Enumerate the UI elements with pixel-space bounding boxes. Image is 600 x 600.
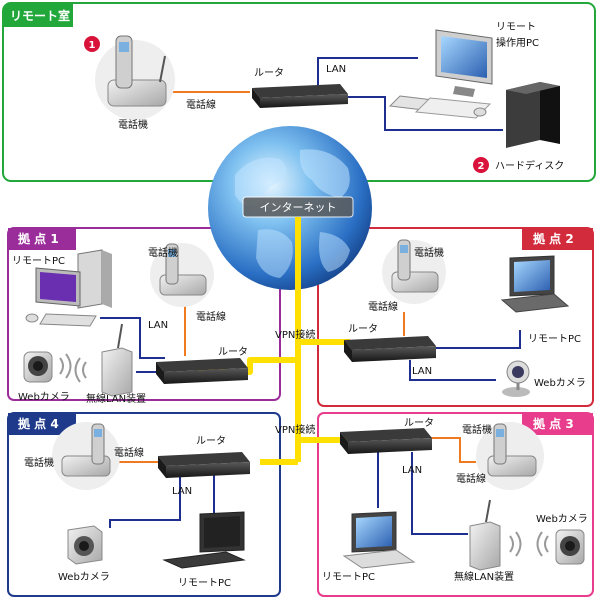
site1-lan-pc [100, 317, 165, 359]
remote-pc-label-2: 操作用PC [496, 36, 539, 49]
site4-router-icon [158, 452, 250, 478]
site1-camera-label: Webカメラ [18, 391, 70, 403]
zone-site2-tab: 拠 点 2 [522, 228, 593, 250]
site3-wlan-label: 無線LAN装置 [454, 570, 514, 583]
vpn-label-upper: VPN接続 [275, 328, 315, 341]
site4-lan-label: LAN [172, 486, 192, 497]
site4-phone-line-label: 電話線 [114, 446, 144, 459]
remote-lan-pc [317, 57, 418, 87]
vpn-label-lower: VPN接続 [275, 423, 315, 436]
site4-camera-label: Webカメラ [58, 571, 110, 583]
remote-hdd-icon [506, 82, 560, 148]
site1-phone-line-label: 電話線 [196, 310, 226, 323]
zone-site4-tab: 拠 点 4 [8, 413, 76, 435]
remote-router-icon [252, 84, 348, 108]
site3-camera-label: Webカメラ [536, 513, 588, 525]
site4-phone-label: 電話機 [24, 456, 54, 469]
site2-phone-label: 電話機 [414, 246, 444, 259]
site3-camera-icon [536, 529, 585, 565]
site1-wlan-icon [74, 323, 133, 397]
remote-hdd-label: ハードディスク [495, 159, 564, 172]
site3-router-label: ルータ [404, 417, 434, 429]
site2-camera-icon [502, 360, 530, 397]
site2-camera-label: Webカメラ [534, 377, 586, 389]
site1-router-icon [156, 358, 248, 384]
zone-site3-tab: 拠 点 3 [522, 413, 593, 435]
site3-phone-label: 電話機 [462, 423, 492, 436]
site1-phone-icon [150, 243, 214, 307]
site4-camera-icon [67, 525, 103, 565]
svg-text:リモート室: リモート室 [10, 8, 70, 23]
site1-pc-label: リモートPC [12, 256, 65, 267]
site1-router-label: ルータ [218, 346, 248, 358]
site2-lan-cam [409, 360, 496, 381]
remote-pc-label-1: リモート [496, 22, 536, 33]
svg-text:拠 点 4: 拠 点 4 [18, 416, 59, 431]
site4-phone-icon [52, 422, 120, 490]
site1-camera-icon [23, 351, 72, 383]
remote-badge-2-text: 2 [478, 161, 485, 172]
site3-lan-label: LAN [402, 465, 422, 476]
site2-phone-line-label: 電話線 [368, 300, 398, 313]
remote-lan-label: LAN [326, 64, 346, 75]
site1-pc-icon [25, 249, 112, 327]
site3-phone-line-label: 電話線 [456, 472, 486, 485]
site3-pc-label: リモートPC [322, 572, 375, 583]
site1-lan-label: LAN [148, 320, 168, 331]
zone-site4-border [7, 412, 281, 597]
site1-phone-label: 電話機 [148, 246, 178, 259]
zone-site2-border [317, 227, 594, 407]
svg-text:拠 点 3: 拠 点 3 [533, 416, 574, 431]
site3-phone-line [430, 437, 476, 463]
zone-site3-border [317, 412, 594, 597]
site3-pc-icon [342, 511, 416, 569]
remote-phone-icon [95, 35, 175, 120]
site4-lan-cam [109, 476, 181, 528]
site1-wlan-label: 無線LAN装置 [86, 392, 146, 405]
remote-phone-label: 電話機 [118, 118, 148, 131]
remote-badge-1 [84, 36, 100, 52]
remote-badge-1-text: 1 [89, 40, 96, 51]
remote-router-label: ルータ [254, 67, 284, 79]
site4-router-label: ルータ [196, 435, 226, 447]
site3-wlan-icon [469, 499, 522, 571]
site2-phone-icon [382, 239, 446, 304]
remote-badge-2 [473, 157, 489, 173]
site3-phone-icon [476, 422, 544, 490]
remote-lan-hdd [345, 96, 503, 131]
remote-phone-line-label: 電話線 [186, 98, 216, 111]
site2-pc-icon [500, 255, 570, 313]
site3-router-icon [340, 428, 432, 454]
zone-site1-border [7, 227, 281, 401]
zone-site1-tab: 拠 点 1 [8, 228, 76, 250]
svg-text:拠 点 2: 拠 点 2 [533, 231, 574, 246]
site4-pc-label: リモートPC [178, 578, 231, 589]
internet-label-box: インターネット [242, 196, 354, 218]
zone-remote-tab: リモート室 [3, 3, 73, 27]
svg-text:インターネット: インターネット [260, 201, 337, 214]
site4-pc-icon [162, 511, 246, 569]
site2-lan-label: LAN [412, 366, 432, 377]
site2-router-label: ルータ [348, 323, 378, 335]
site2-router-icon [344, 336, 436, 362]
svg-text:拠 点 1: 拠 点 1 [18, 231, 59, 246]
site2-pc-label: リモートPC [528, 334, 581, 345]
site2-lan-pc [436, 330, 521, 349]
site3-lan-wlan [411, 452, 468, 535]
remote-pc-icon [388, 29, 493, 119]
